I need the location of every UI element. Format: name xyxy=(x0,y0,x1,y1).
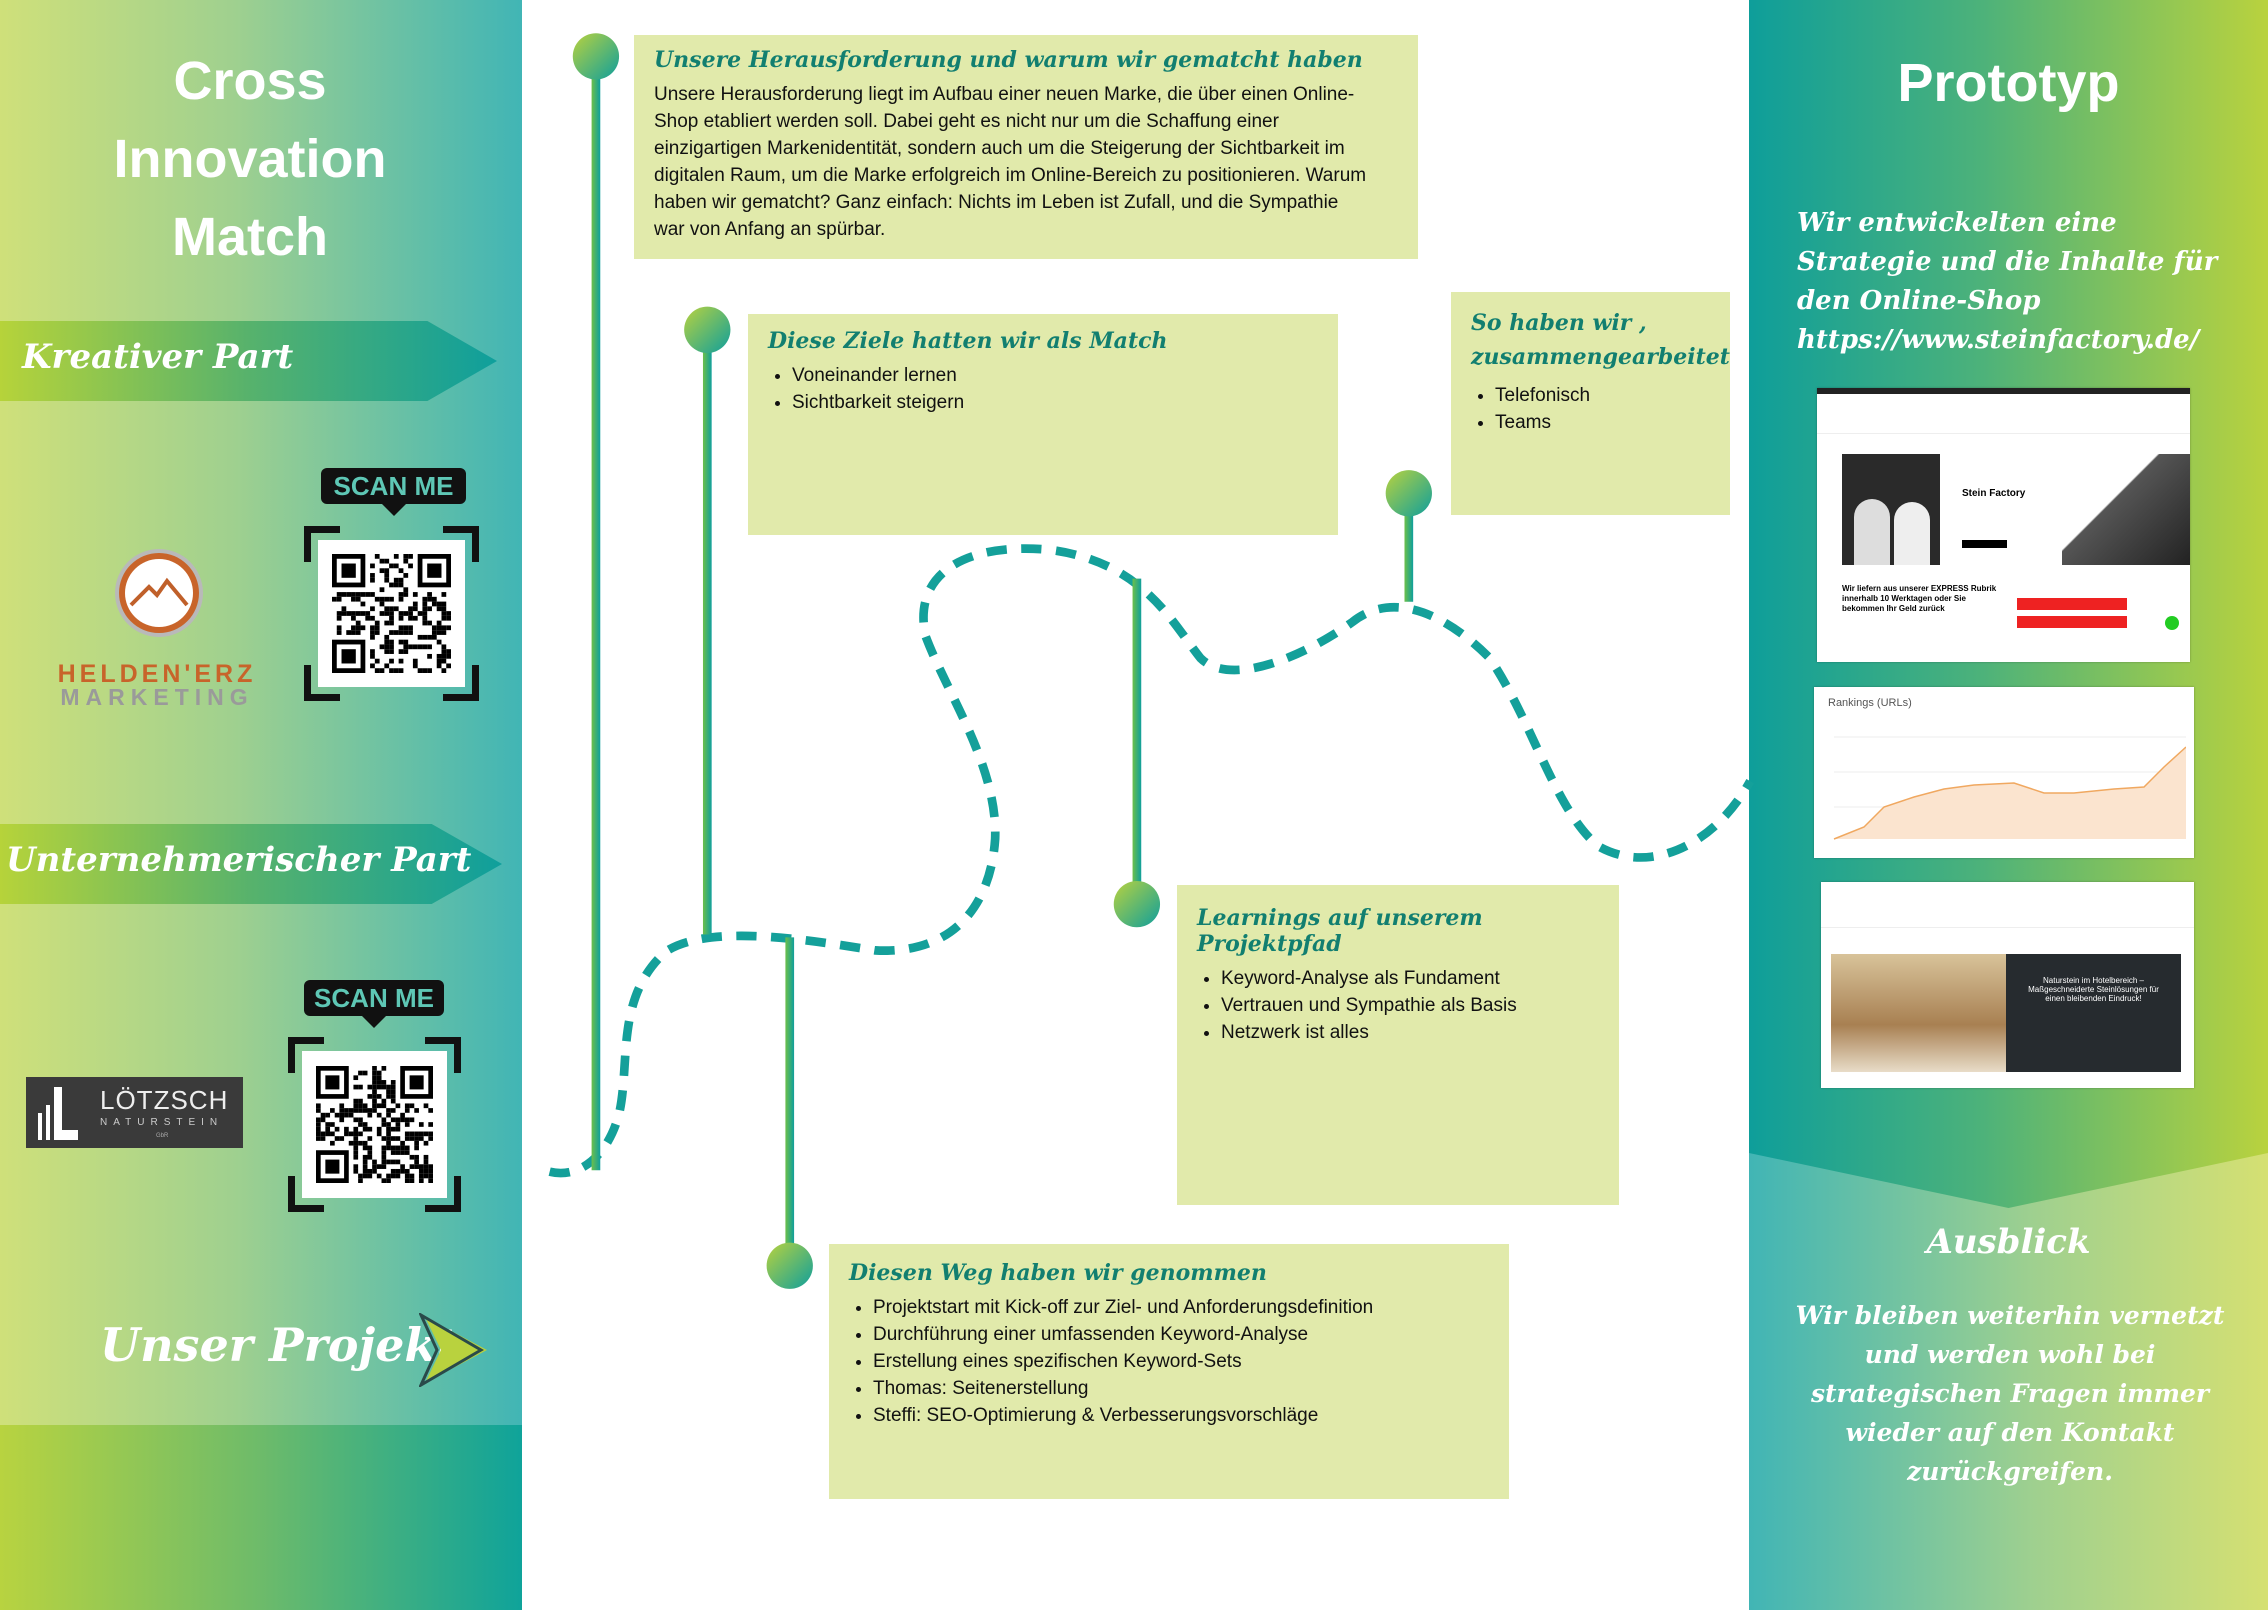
logo-text: NATURSTEIN xyxy=(100,1117,224,1128)
timeline-dot xyxy=(1113,880,1161,928)
timeline-line xyxy=(785,937,795,1266)
screenshot-rankings: Rankings (URLs) xyxy=(1814,687,2194,858)
box-title: So haben wir , zusammengearbeitet xyxy=(1471,310,1730,370)
box-title: Diesen Weg haben wir genommen xyxy=(849,1260,1267,1286)
timeline-dot xyxy=(766,1242,813,1289)
timeline-dot xyxy=(572,33,620,80)
outlook-text: Wir bleiben weiterhin vernetzt und werde… xyxy=(1795,1301,2225,1486)
qr-code-icon xyxy=(332,554,451,673)
band-label: Kreativer Part xyxy=(22,337,294,377)
box-text: Unsere Herausforderung liegt im Aufbau e… xyxy=(654,84,1367,240)
box-title: Learnings auf unserem Projektpfad xyxy=(1197,905,1483,957)
timeline-line xyxy=(591,56,601,1171)
goals-box: Diese Ziele hatten wir als Match Voneina… xyxy=(748,314,1338,535)
logo-text: HELDEN'ERZ xyxy=(57,660,257,688)
band-label: Unternehmerischer Part xyxy=(6,840,472,880)
timeline-line xyxy=(702,329,712,935)
logo-text: MARKETING xyxy=(60,684,254,710)
loetzsch-logo: LÖTZSCH NATURSTEIN GbR xyxy=(26,1077,243,1148)
timeline-line xyxy=(1404,493,1414,602)
list-item: Keyword-Analyse als Fundament xyxy=(1221,965,1599,992)
left-footer-band xyxy=(0,1425,522,1610)
qr-code-business[interactable] xyxy=(288,1037,461,1212)
outlook-title: Ausblick xyxy=(1926,1222,2091,1262)
prototype-intro: Wir entwickelten eine Strategie und die … xyxy=(1797,204,2247,360)
loetzsch-bars-icon xyxy=(38,1087,78,1140)
timeline-line xyxy=(1132,578,1142,905)
screenshot-hotel-page: Naturstein im Hotelbereich – Maßgeschnei… xyxy=(1821,882,2194,1088)
title-line: Cross xyxy=(173,51,327,111)
heldenerz-logo: HELDEN'ERZ MARKETING xyxy=(51,547,263,709)
project-path-box: Diesen Weg haben wir genommen Projektsta… xyxy=(829,1244,1509,1499)
box-title: Unsere Herausforderung und warum wir gem… xyxy=(654,47,1363,73)
steinfactory-link[interactable]: https://www.steinfactory.de/ xyxy=(1797,325,2200,355)
rankings-chart xyxy=(1833,736,2186,840)
list-item: Teams xyxy=(1495,409,1710,436)
list-item: Vertrauen und Sympathie als Basis xyxy=(1221,992,1599,1019)
list-item: Erstellung eines spezifischen Keyword-Se… xyxy=(873,1348,1489,1375)
shop-headline: Wir liefern aus unserer EXPRESS Rubrik i… xyxy=(1842,584,1997,613)
list-item: Netzwerk ist alles xyxy=(1221,1019,1599,1046)
list-item: Projektstart mit Kick-off zur Ziel- und … xyxy=(873,1294,1489,1321)
title-line: Match xyxy=(171,207,328,267)
logo-text: GbR xyxy=(156,1133,169,1139)
timeline-dot xyxy=(1385,470,1432,517)
title-line: Innovation xyxy=(113,129,387,189)
qr-code-icon xyxy=(316,1066,433,1183)
list-item: Sichtbarkeit steigern xyxy=(792,389,1318,416)
prototype-title: Prototyp xyxy=(1897,53,2120,113)
qr-code-creative[interactable] xyxy=(304,526,479,701)
left-panel xyxy=(0,0,522,1610)
list-item: Steffi: SEO-Optimierung & Verbesserungsv… xyxy=(873,1402,1489,1429)
list-item: Thomas: Seitenerstellung xyxy=(873,1375,1489,1402)
collaboration-box: So haben wir , zusammengearbeitet Telefo… xyxy=(1451,292,1730,515)
rankings-title: Rankings (URLs) xyxy=(1828,697,1912,709)
learnings-box: Learnings auf unserem Projektpfad Keywor… xyxy=(1177,885,1619,1205)
challenge-box: Unsere Herausforderung und warum wir gem… xyxy=(634,35,1418,259)
shop-brand: Stein Factory xyxy=(1962,488,2026,499)
intro-text: Wir entwickelten eine Strategie und die … xyxy=(1797,208,2218,316)
band-kreativer-part: Kreativer Part xyxy=(0,321,497,401)
box-title: Diese Ziele hatten wir als Match xyxy=(768,328,1168,354)
scan-me-label: SCAN ME xyxy=(304,980,444,1028)
scan-me-label: SCAN ME xyxy=(321,468,466,516)
mountain-logo-icon xyxy=(115,549,203,637)
list-item: Telefonisch xyxy=(1495,382,1710,409)
hotel-headline: Naturstein im Hotelbereich – Maßgeschnei… xyxy=(2006,954,2181,1072)
screenshot-homepage: Stein Factory Wir liefern aus unserer EX… xyxy=(1817,388,2190,662)
band-unternehmerischer-part: Unternehmerischer Part xyxy=(0,824,502,904)
poster-title: Cross Innovation Match xyxy=(0,42,500,276)
project-heading: Unser Projekt xyxy=(100,1318,458,1372)
team-photo xyxy=(1842,454,1940,565)
dashed-path-line xyxy=(548,544,1754,1178)
timeline-dot xyxy=(684,306,731,353)
arrow-right-icon xyxy=(419,1313,487,1387)
list-item: Voneinander lernen xyxy=(792,362,1318,389)
list-item: Durchführung einer umfassenden Keyword-A… xyxy=(873,1321,1489,1348)
logo-text: LÖTZSCH xyxy=(100,1085,229,1115)
